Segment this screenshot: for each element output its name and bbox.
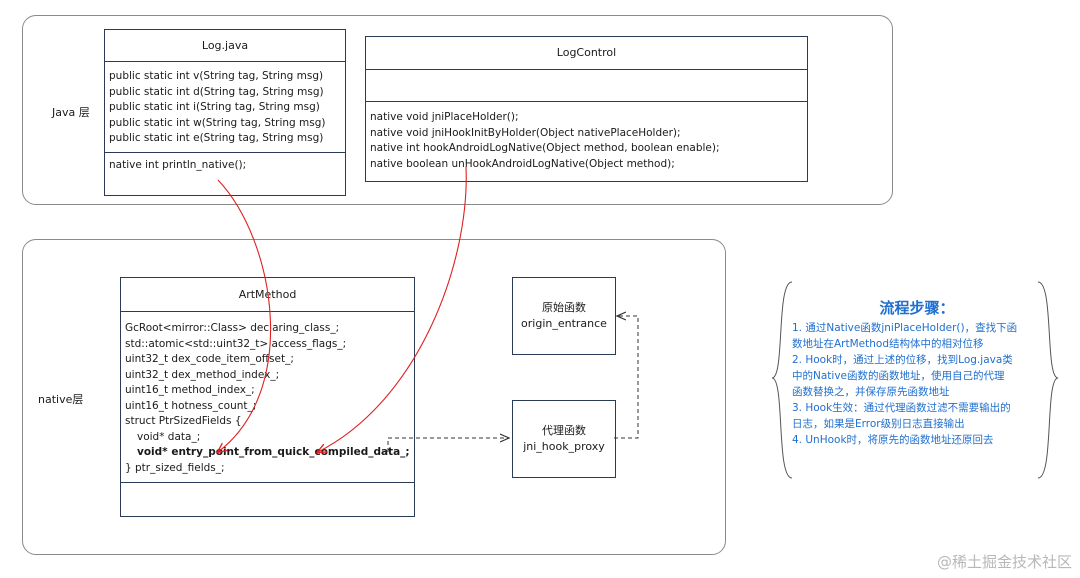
steps-right-brace [1037,281,1059,479]
steps-note: 流程步骤： 1. 通过Native函数jniPlaceHolder()，查找下函… [792,300,1042,448]
steps-line: 中的Native函数的函数地址，使用自己的代理 [792,370,1005,382]
log-java-method: public static int d(String tag, String m… [109,85,324,98]
watermark: @稀土掘金技术社区 [936,553,1072,571]
jni-hook-proxy-box: 代理函数 jni_hook_proxy [512,400,616,478]
art-method-field: uint16_t method_index_; [125,384,255,396]
proxy-box-name: jni_hook_proxy [523,440,605,453]
log-control-empty-section [366,70,807,102]
art-method-closing: } ptr_sized_fields_; [125,461,225,474]
steps-line: 函数替换之，并保存原先函数地址 [792,386,950,398]
log-java-method: public static int w(String tag, String m… [109,116,326,129]
log-control-method: native int hookAndroidLogNative(Object m… [370,142,720,154]
steps-line: 1. 通过Native函数jniPlaceHolder()，查找下函 [792,322,1018,334]
log-java-method: public static int v(String tag, String m… [109,70,324,82]
log-java-box: Log.java public static int v(String tag,… [104,29,346,196]
art-method-field: uint16_t hotness_count_; [125,399,257,412]
arrow-println-to-entry-point [218,179,272,452]
log-java-methods: public static int v(String tag, String m… [105,62,345,153]
log-java-native-method: native int println_native(); [109,158,247,171]
art-method-field: uint32_t dex_code_item_offset_; [125,353,294,365]
log-control-method: native boolean unHookAndroidLogNative(Ob… [370,157,675,170]
art-method-field: struct PtrSizedFields { [125,415,242,427]
steps-line: 4. UnHook时，将原先的函数地址还原回去 [792,434,994,446]
steps-title: 流程步骤： [879,299,955,317]
origin-entrance-box: 原始函数 origin_entrance [512,277,616,355]
java-layer-label: Java 层 [52,106,90,119]
origin-box-name: origin_entrance [521,317,607,330]
log-control-method: native void jniPlaceHolder(); [370,111,519,123]
log-java-method: public static int e(String tag, String m… [109,132,324,144]
arrow-entry-to-proxy [387,438,508,452]
log-control-methods: native void jniPlaceHolder(); native voi… [366,102,807,175]
art-method-box: ArtMethod GcRoot<mirror::Class> declarin… [120,277,415,517]
log-control-box: LogControl native void jniPlaceHolder();… [365,36,808,182]
steps-left-brace [771,281,793,479]
log-control-method: native void jniHookInitByHolder(Object n… [370,126,681,139]
log-java-method: public static int i(String tag, String m… [109,101,320,113]
steps-line: 数地址在ArtMethod结构体中的相对位移 [792,338,984,350]
art-method-data-field: void* data_; [137,430,201,443]
art-method-fields: GcRoot<mirror::Class> declaring_class_; … [121,312,414,483]
log-control-title: LogControl [366,37,807,70]
steps-line: 日志，如果是Error级别日志直接输出 [792,418,965,430]
art-method-entry-point-field: void* entry_point_from_quick_compiled_da… [137,446,410,458]
log-java-native-section: native int println_native(); [105,153,345,177]
art-method-field: GcRoot<mirror::Class> declaring_class_; [125,322,340,334]
proxy-box-label: 代理函数 [542,424,586,437]
steps-line: 2. Hook时，通过上述的位移，找到Log.java类 [792,354,1013,366]
arrow-logcontrol-to-entry-point [318,166,467,452]
art-method-field: std::atomic<std::uint32_t> access_flags_… [125,337,347,350]
log-java-title: Log.java [105,30,345,62]
steps-line: 3. Hook生效：通过代理函数过滤不需要输出的 [792,402,1011,414]
origin-box-label: 原始函数 [542,301,586,314]
arrow-proxy-to-origin [614,316,639,439]
native-layer-label: native层 [38,393,84,406]
art-method-field: uint32_t dex_method_index_; [125,368,280,381]
